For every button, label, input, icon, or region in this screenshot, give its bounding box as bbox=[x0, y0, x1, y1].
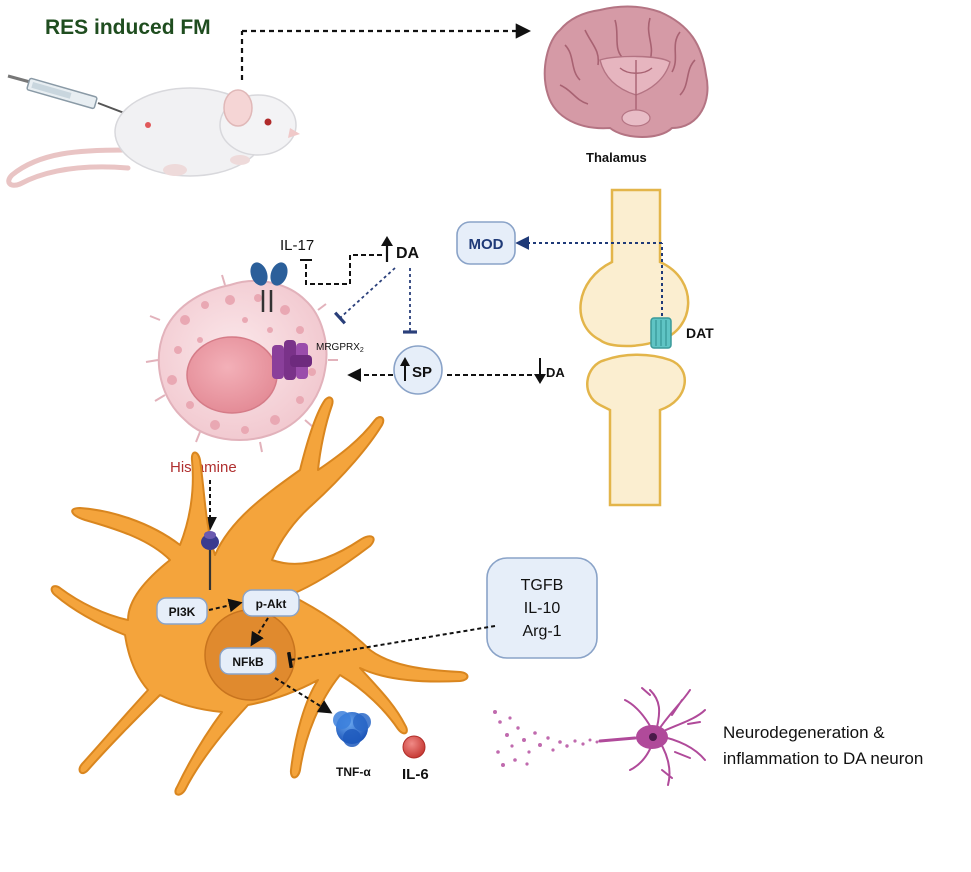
outcome-line2: inflammation to DA neuron bbox=[723, 749, 923, 768]
pakt-box bbox=[242, 589, 300, 617]
arrow-da-inhibits-il17 bbox=[305, 254, 382, 285]
mouse-icon bbox=[6, 87, 300, 188]
histamine-receptor-icon bbox=[201, 531, 219, 590]
arrow-title-to-brain bbox=[240, 23, 532, 80]
da-down-label: DA bbox=[546, 365, 565, 380]
mod-label: MOD bbox=[469, 236, 504, 253]
histamine-label: Histamine bbox=[170, 459, 237, 476]
tnf-alpha-label: TNF-α bbox=[336, 765, 371, 779]
il6-icon bbox=[402, 735, 426, 759]
mrgprx2-receptor-icon bbox=[272, 340, 312, 380]
pi3k-box bbox=[156, 597, 208, 625]
tnf-alpha-icon bbox=[333, 711, 371, 747]
mrgprx2-label: MRGPRX2 bbox=[316, 342, 364, 354]
pakt-label: p-Akt bbox=[256, 597, 287, 611]
sp-up-arrow-icon bbox=[400, 357, 410, 381]
neuron-icon bbox=[493, 687, 706, 786]
sp-label: SP bbox=[412, 364, 432, 381]
arrow-pi3k-to-pakt bbox=[208, 598, 243, 613]
arrow-nfkb-to-tnf bbox=[274, 677, 333, 714]
antibody-receptor-icon bbox=[250, 262, 288, 312]
dat-label: DAT bbox=[686, 325, 714, 341]
outcome-line1: Neurodegeneration & bbox=[723, 723, 885, 742]
diagram-title: RES induced FM bbox=[45, 16, 211, 39]
brain-icon bbox=[543, 5, 709, 138]
mast-cell-icon bbox=[145, 273, 338, 453]
nfkb-box bbox=[219, 647, 277, 675]
arrow-da-inhibits-mastcell bbox=[333, 267, 396, 325]
sp-node bbox=[393, 345, 443, 395]
cytokine-arg1: Arg-1 bbox=[522, 623, 561, 640]
cytokine-tgfb: TGFB bbox=[521, 577, 564, 594]
il17-label: IL-17 bbox=[280, 237, 314, 254]
pi3k-label: PI3K bbox=[169, 605, 196, 619]
anti-inflammatory-box bbox=[486, 557, 598, 659]
il6-label: IL-6 bbox=[402, 766, 429, 783]
arrow-dat-to-mod bbox=[515, 236, 663, 316]
da-up-label: DA bbox=[396, 245, 420, 262]
da-down-arrow-icon bbox=[534, 358, 546, 384]
thalamus-label: Thalamus bbox=[586, 150, 647, 165]
arrow-pakt-to-nfkb bbox=[250, 617, 269, 647]
da-up-arrow-icon bbox=[381, 236, 393, 262]
nfkb-label: NFkB bbox=[232, 655, 264, 669]
bone-joint-icon bbox=[579, 188, 690, 507]
cytokine-il10: IL-10 bbox=[524, 600, 561, 617]
mod-box bbox=[456, 221, 516, 265]
